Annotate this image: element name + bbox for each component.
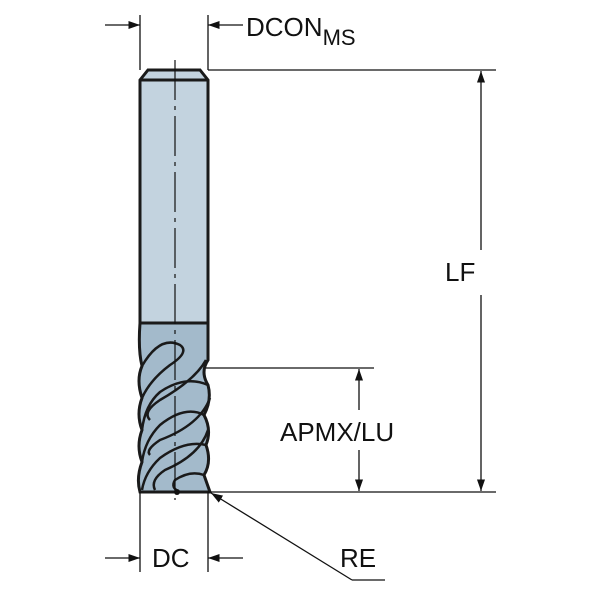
dc-label: DC — [152, 543, 190, 573]
lf-label: LF — [445, 257, 475, 287]
apmx-label: APMX/LU — [280, 417, 394, 447]
fluted-section — [136, 321, 213, 494]
svg-text:DCONMS: DCONMS — [246, 12, 356, 50]
end-mill-tool — [136, 60, 213, 500]
shank — [138, 68, 210, 325]
lf-dimension: LF — [208, 69, 496, 493]
dcon-subscript: MS — [323, 25, 356, 50]
dc-dimension: DC — [105, 492, 243, 573]
dcon-dimension: DCONMS — [105, 12, 356, 70]
apmx-dimension: APMX/LU — [206, 367, 394, 491]
re-label: RE — [340, 543, 376, 573]
re-leader: RE — [210, 492, 385, 581]
dcon-label: DCON — [246, 12, 323, 42]
